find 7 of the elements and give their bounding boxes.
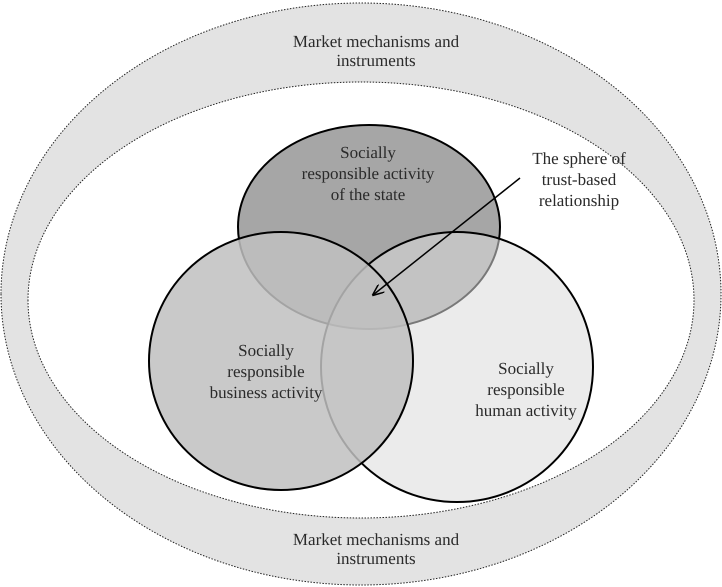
callout-text: The sphere of trust-based relationship bbox=[525, 148, 633, 211]
circle-label: Socially responsible activity of the state bbox=[300, 142, 436, 205]
ring-label: Market mechanisms and instruments bbox=[292, 32, 460, 70]
ring-label: Market mechanisms and instruments bbox=[292, 530, 460, 568]
circle-label: Socially responsible business activity bbox=[208, 340, 324, 403]
circle-label: Socially responsible human activity bbox=[474, 358, 578, 421]
leader-arrow bbox=[371, 177, 520, 296]
